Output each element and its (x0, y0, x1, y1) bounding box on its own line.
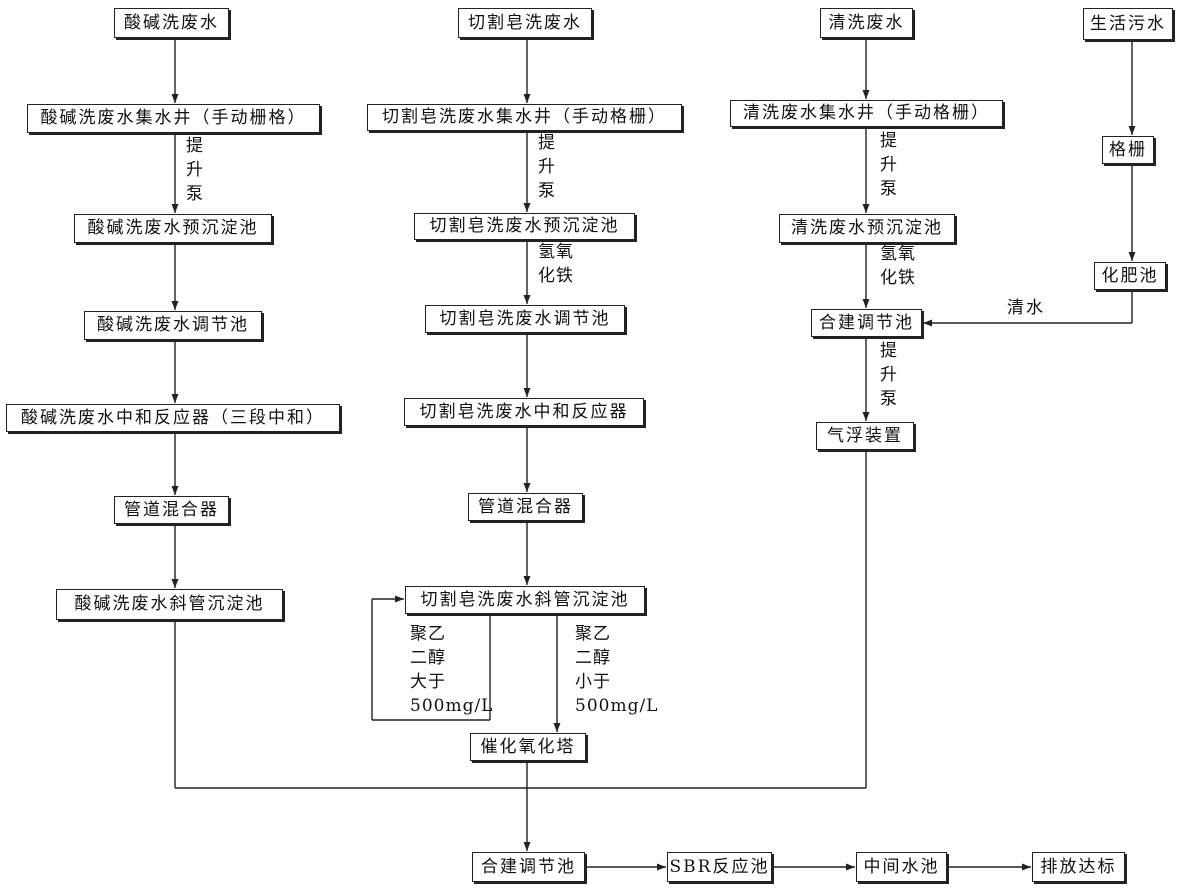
label-line: 二醇 (575, 648, 611, 668)
arrow-head (523, 203, 531, 212)
arrow-head (171, 394, 179, 403)
label-line: 氢氧 (538, 242, 574, 262)
arrow-head (846, 863, 855, 871)
label-soap-reagent: 氢氧 化铁 (538, 244, 574, 285)
arrow-head (862, 412, 870, 421)
arrow-head (923, 319, 932, 327)
box-acid-mixer: 管道混合器 (114, 496, 229, 524)
arrow-head (523, 576, 531, 585)
arrow-head (171, 579, 179, 588)
arrow-head (1128, 126, 1136, 135)
label-line: 500mg/L (410, 696, 494, 716)
label-line: 化铁 (880, 268, 916, 288)
box-acid-wash-well: 酸碱洗废水集水井（手动栅格） (27, 104, 320, 133)
arrow-head (395, 595, 404, 603)
box-discharge: 排放达标 (1032, 852, 1125, 882)
label-line: 化铁 (538, 266, 574, 286)
box-clean-presettle: 清洗废水预沉淀池 (779, 214, 955, 243)
arrow-head (553, 723, 561, 732)
box-clean-wash-source: 清洗废水 (820, 8, 913, 38)
box-soap-mixer: 管道混合器 (468, 493, 583, 521)
label-peg-high: 聚乙 二醇 大于 500mg/L (410, 626, 493, 715)
label-char: 泵 (538, 181, 555, 201)
arrow-head (523, 388, 531, 397)
arrow-head (523, 842, 531, 851)
label-char: 提 (538, 133, 555, 153)
label-soap-pump: 提 升 泵 (538, 135, 555, 200)
arrow-head (862, 204, 870, 213)
arrow-head (862, 299, 870, 308)
box-air-flotation: 气浮装置 (816, 422, 914, 450)
label-char: 升 (880, 155, 897, 175)
box-acid-wash-source: 酸碱洗废水 (114, 8, 229, 38)
label-char: 提 (880, 131, 897, 151)
box-acid-adjust: 酸碱洗废水调节池 (84, 311, 262, 340)
arrow-head (523, 94, 531, 103)
box-acid-presettle: 酸碱洗废水预沉淀池 (74, 214, 272, 243)
box-soap-wash-well: 切割皂洗废水集水井（手动格栅） (367, 104, 682, 131)
arrow-head (1128, 252, 1136, 261)
label-peg-low: 聚乙 二醇 小于 500mg/L (575, 626, 658, 715)
box-soap-wash-source: 切割皂洗废水 (458, 8, 592, 38)
label-clean-pump: 提 升 泵 (880, 133, 897, 198)
label-line: 二醇 (410, 648, 446, 668)
box-sbr-reactor: SBR反应池 (667, 852, 772, 882)
arrow-head (523, 295, 531, 304)
label-char: 升 (186, 160, 203, 180)
box-acid-neutralizer: 酸碱洗废水中和反应器（三段中和） (6, 404, 340, 432)
box-soap-adjust: 切割皂洗废水调节池 (425, 305, 625, 333)
label-char: 泵 (880, 179, 897, 199)
arrow-head (657, 863, 666, 871)
arrow-head (171, 301, 179, 310)
box-acid-settler: 酸碱洗废水斜管沉淀池 (56, 589, 283, 620)
label-char: 升 (880, 365, 897, 385)
box-clean-wash-well: 清洗废水集水井（手动格栅） (730, 100, 1003, 127)
box-combined-adjust-upper: 合建调节池 (811, 309, 922, 337)
box-soap-settler: 切割皂洗废水斜管沉淀池 (405, 586, 645, 614)
arrow-head (171, 204, 179, 213)
box-septic-tank: 化肥池 (1094, 262, 1166, 290)
box-soap-presettle: 切割皂洗废水预沉淀池 (414, 213, 635, 240)
arrow-head (1022, 863, 1031, 871)
arrow-head (171, 486, 179, 495)
box-catalytic-oxidation: 催化氧化塔 (470, 733, 586, 761)
box-combined-adjust-bottom: 合建调节池 (472, 852, 585, 882)
label-char: 提 (880, 341, 897, 361)
label-char: 升 (538, 157, 555, 177)
label-line: 小于 (575, 672, 611, 692)
arrow-head (862, 90, 870, 99)
box-soap-neutralizer: 切割皂洗废水中和反应器 (404, 398, 644, 426)
label-line: 氢氧 (880, 244, 916, 264)
label-line: 大于 (410, 672, 446, 692)
label-char: 提 (186, 136, 203, 156)
label-clear-water: 清水 (1007, 298, 1045, 318)
box-intermediate-tank: 中间水池 (856, 852, 947, 882)
arrow-head (523, 483, 531, 492)
arrow-head (171, 94, 179, 103)
label-clean-reagent: 氢氧 化铁 (880, 246, 916, 287)
label-acid-pump: 提 升 泵 (186, 138, 203, 203)
label-clean-pump2: 提 升 泵 (880, 343, 897, 408)
box-domestic-sewage: 生活污水 (1083, 8, 1173, 40)
label-line: 聚乙 (575, 624, 611, 644)
label-line: 500mg/L (575, 696, 659, 716)
label-char: 泵 (186, 184, 203, 204)
label-char: 泵 (880, 389, 897, 409)
label-line: 聚乙 (410, 624, 446, 644)
box-grille: 格栅 (1102, 136, 1154, 164)
